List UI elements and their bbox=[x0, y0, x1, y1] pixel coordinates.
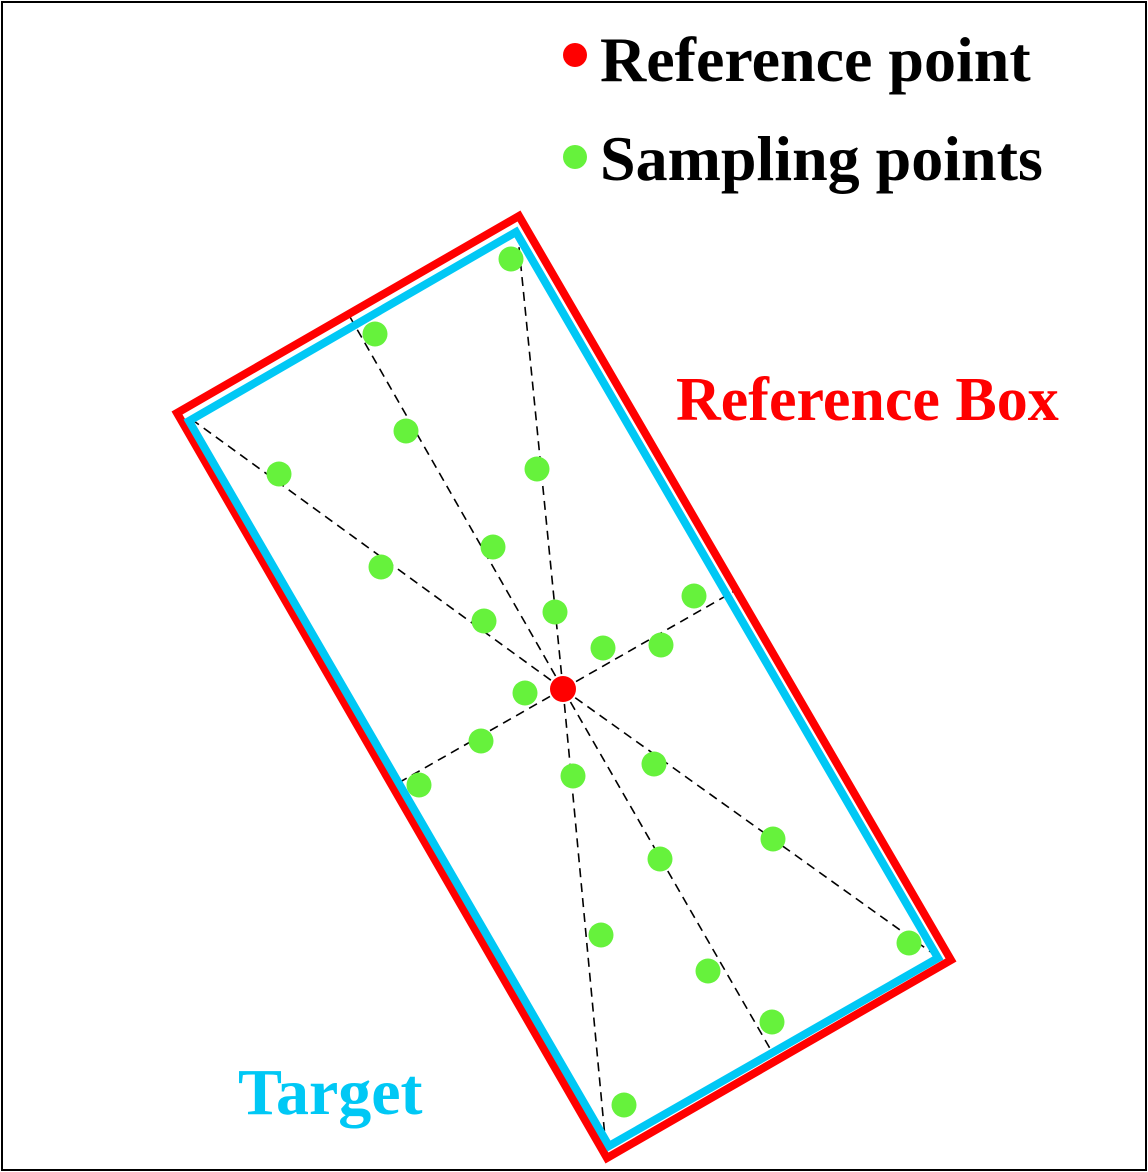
sampling-point bbox=[759, 1009, 785, 1035]
sampling-point bbox=[480, 534, 506, 560]
sampling-point bbox=[471, 608, 497, 634]
sampling-point bbox=[641, 751, 667, 777]
sampling-point bbox=[368, 554, 394, 580]
sampling-point bbox=[896, 930, 922, 956]
sampling-point bbox=[362, 321, 388, 347]
sampling-point bbox=[542, 599, 568, 625]
reference-box-label: Reference Box bbox=[676, 366, 1059, 434]
legend-reference-point-label: Reference point bbox=[600, 24, 1031, 95]
sampling-point bbox=[588, 922, 614, 948]
reference-point bbox=[550, 676, 576, 702]
sampling-point bbox=[524, 456, 550, 482]
ray-to-top-edge bbox=[349, 316, 564, 690]
red-dot-icon bbox=[563, 43, 587, 67]
ray-to-right-edge bbox=[562, 588, 739, 690]
sampling-point bbox=[760, 826, 786, 852]
target-box bbox=[183, 226, 944, 1152]
sampling-point bbox=[560, 763, 586, 789]
sampling-point bbox=[647, 846, 673, 872]
legend: Reference point Sampling points bbox=[563, 24, 1043, 194]
legend-sampling-points-label: Sampling points bbox=[600, 123, 1043, 194]
green-dot-icon bbox=[563, 145, 587, 169]
sampling-point bbox=[611, 1092, 637, 1118]
sampling-point bbox=[681, 583, 707, 609]
ray-to-right-corner bbox=[562, 688, 943, 961]
sampling-point bbox=[498, 246, 524, 272]
ray-to-left-corner bbox=[186, 415, 564, 690]
sampling-point bbox=[266, 461, 292, 487]
sampling-points bbox=[266, 246, 922, 1118]
target-label: Target bbox=[238, 1056, 423, 1129]
sampling-point bbox=[393, 418, 419, 444]
ray-to-bottom-edge bbox=[562, 688, 773, 1053]
sampling-point bbox=[468, 728, 494, 754]
reference-box bbox=[171, 210, 957, 1164]
sampling-point bbox=[590, 635, 616, 661]
sampling-point bbox=[512, 680, 538, 706]
sampling-point bbox=[695, 958, 721, 984]
sampling-point bbox=[648, 632, 674, 658]
sampling-point bbox=[406, 772, 432, 798]
